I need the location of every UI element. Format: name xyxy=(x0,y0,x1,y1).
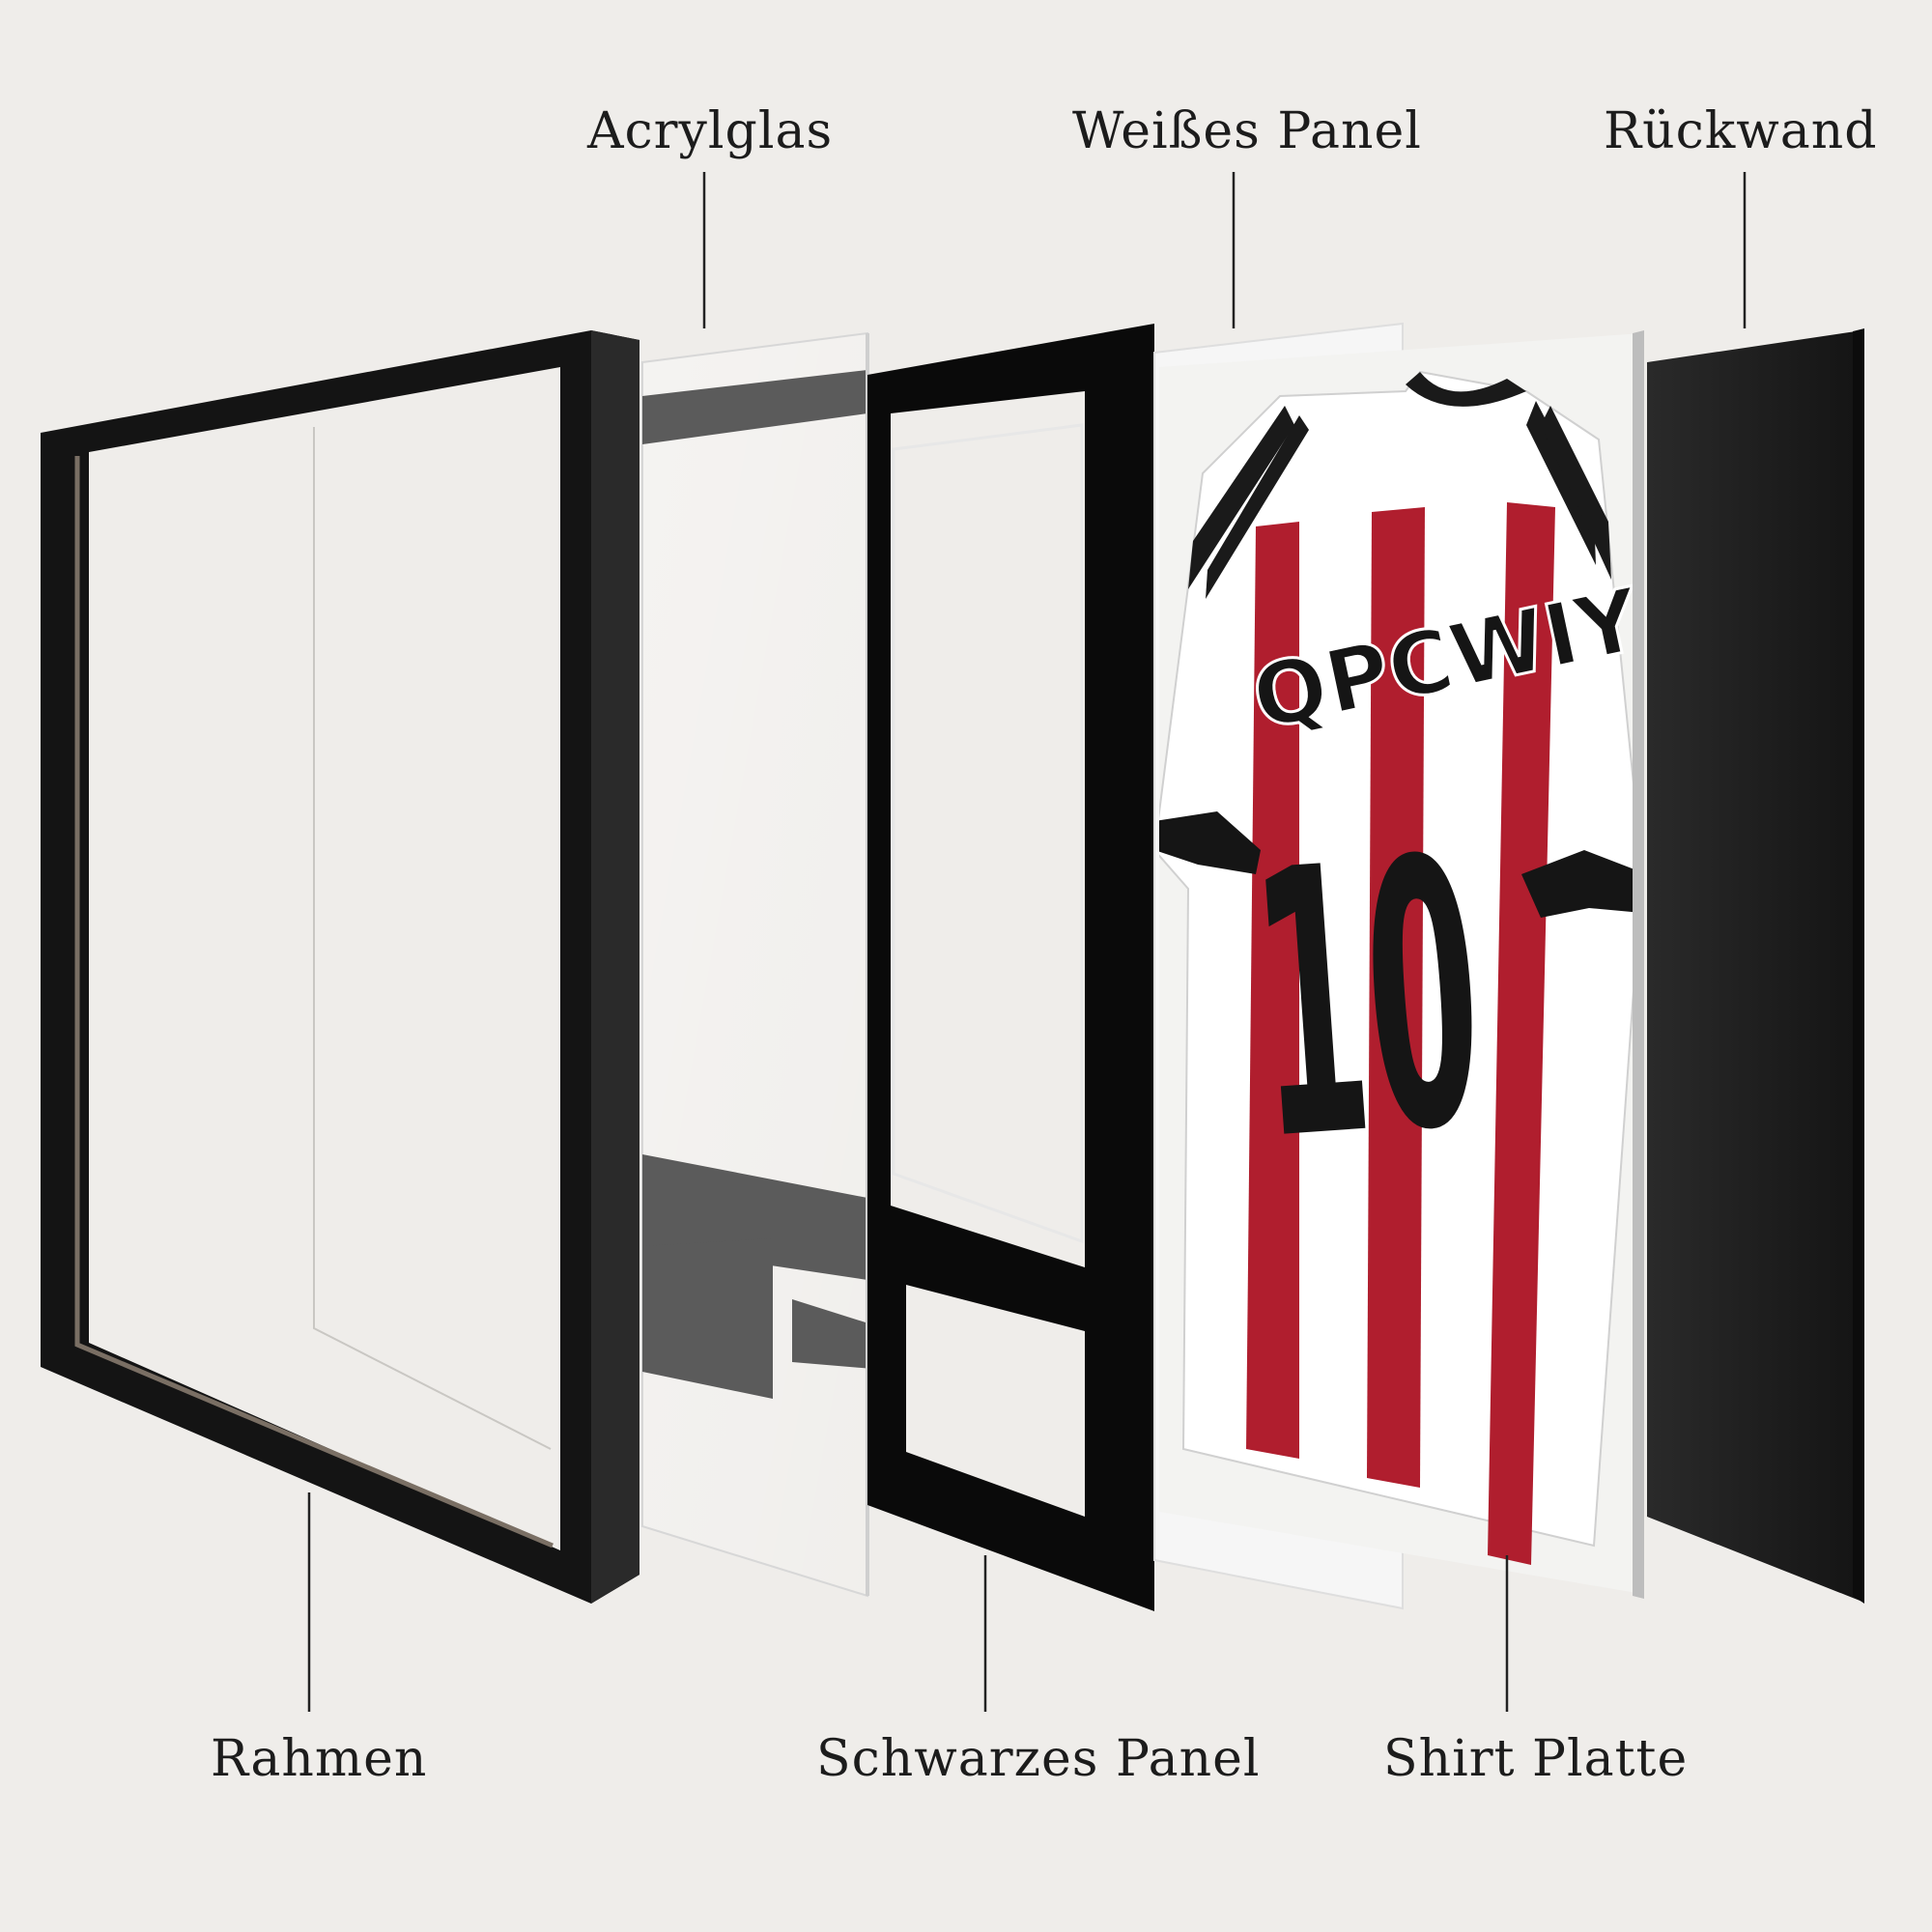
label-rueckwand: Rückwand xyxy=(1604,102,1878,160)
jersey-graphic xyxy=(1159,370,1642,1565)
acrylglas-sheet xyxy=(641,331,884,1598)
rahmen-frame xyxy=(41,330,639,1604)
label-shirt-platte: Shirt Platte xyxy=(1383,1730,1689,1788)
schwarzes-panel xyxy=(867,324,1154,1611)
rueckwand-back-panel xyxy=(1647,328,1864,1604)
label-schwarzes-panel: Schwarzes Panel xyxy=(816,1730,1261,1788)
label-weisses-panel: Weißes Panel xyxy=(1072,102,1422,160)
jersey-number: 10 xyxy=(1241,780,1492,1222)
leader-lines xyxy=(307,172,1747,1712)
label-rahmen: Rahmen xyxy=(211,1730,428,1788)
label-acrylglas: Acrylglas xyxy=(587,102,834,160)
shirt-platte: QPCWIY 10 xyxy=(1159,330,1652,1599)
